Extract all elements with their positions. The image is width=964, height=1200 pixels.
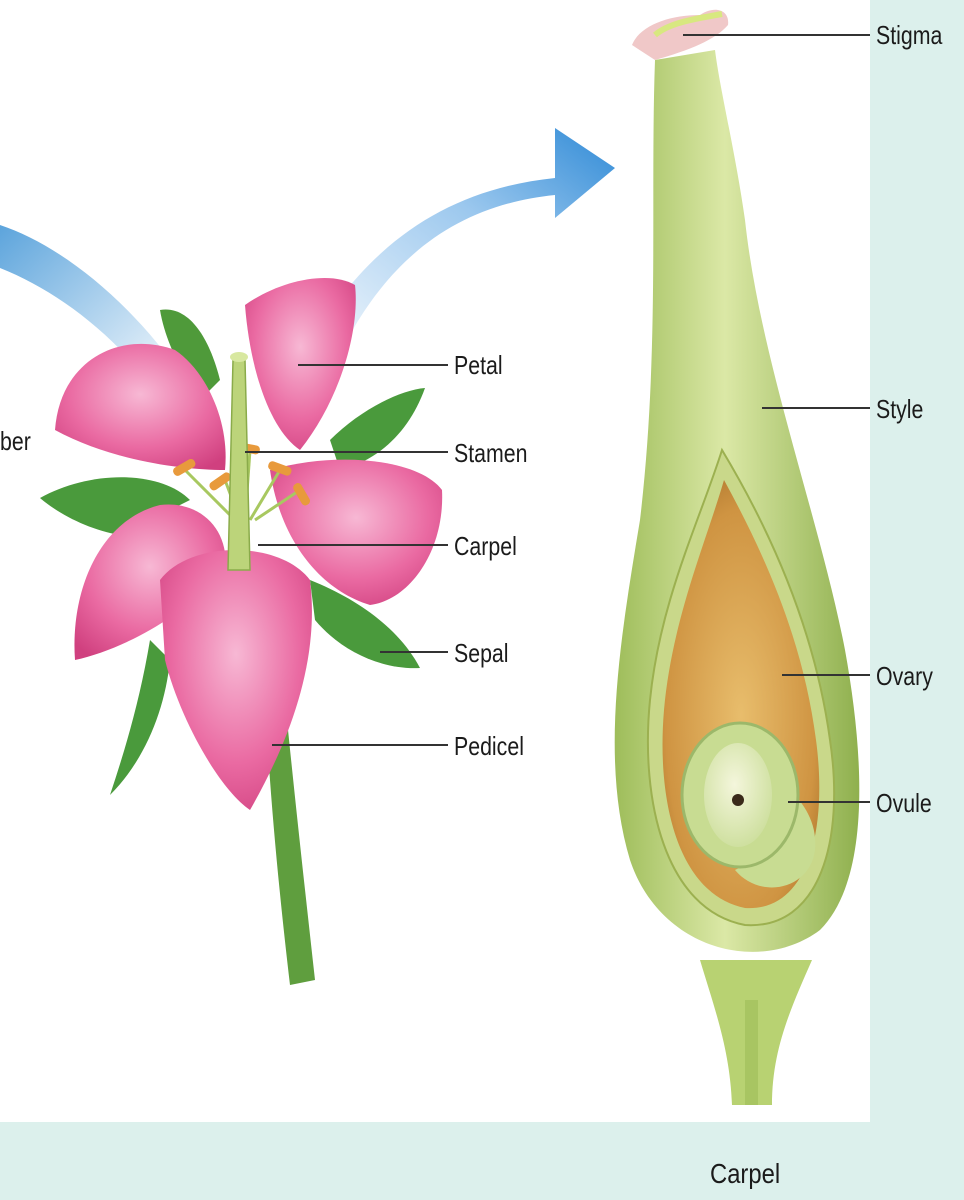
label-stamen: Stamen	[454, 438, 527, 469]
label-stigma: Stigma	[876, 20, 942, 51]
label-cut-off: ber	[0, 426, 31, 457]
label-ovule: Ovule	[876, 788, 932, 819]
label-style: Style	[876, 394, 923, 425]
sepal-right-upper	[330, 388, 425, 470]
label-petal: Petal	[454, 350, 503, 381]
petal-back-right	[245, 278, 356, 450]
flower-pistil	[228, 360, 250, 570]
label-carpel: Carpel	[454, 531, 517, 562]
figure-caption: Carpel	[710, 1158, 780, 1190]
label-pedicel: Pedicel	[454, 731, 524, 762]
label-sepal: Sepal	[454, 638, 509, 669]
egg-nucleus	[732, 794, 744, 806]
flower-stigma	[230, 352, 248, 362]
label-ovary: Ovary	[876, 661, 933, 692]
sepal-bottom-left	[110, 640, 170, 795]
